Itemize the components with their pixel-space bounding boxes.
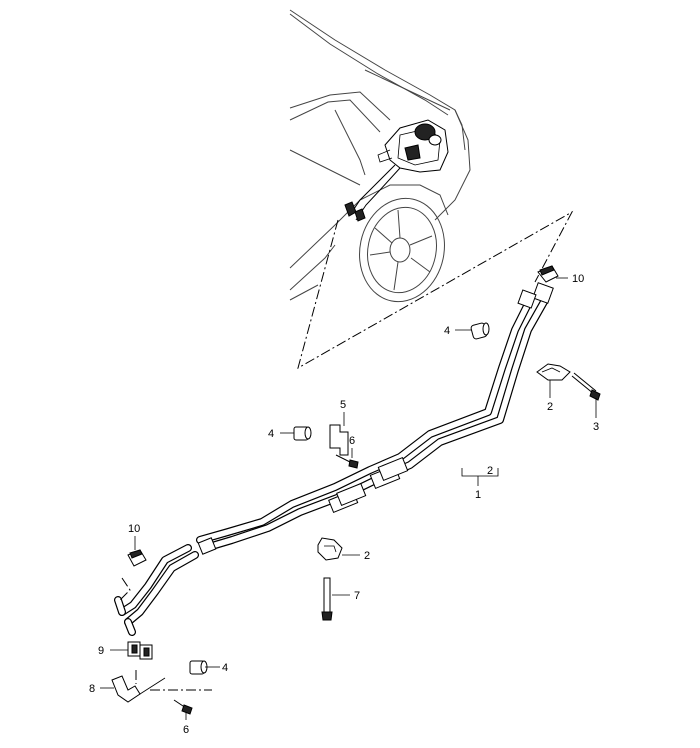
clamp-2-upper bbox=[536, 363, 571, 381]
callout-2-upper: 2 bbox=[547, 401, 553, 413]
callout-10-lower: 10 bbox=[128, 523, 140, 535]
callout-2-bracket: 2 bbox=[487, 465, 493, 477]
leader-lines bbox=[100, 277, 597, 720]
bolt-7 bbox=[321, 577, 333, 621]
callout-6-lower: 6 bbox=[183, 724, 189, 736]
clip-9 bbox=[127, 641, 153, 660]
callout-6-mid: 6 bbox=[349, 435, 355, 447]
callout-8: 8 bbox=[89, 683, 95, 695]
callout-7: 7 bbox=[354, 590, 360, 602]
rear-wheel bbox=[359, 197, 445, 303]
callout-4-lower: 4 bbox=[222, 662, 228, 674]
grommet-4-lower bbox=[189, 660, 208, 675]
fuel-line-assembly bbox=[114, 282, 554, 636]
vehicle-rear-quarter bbox=[289, 9, 471, 303]
bolt-6-mid bbox=[335, 454, 359, 469]
callout-1: 1 bbox=[475, 489, 481, 501]
callout-4-mid: 4 bbox=[268, 428, 274, 440]
callout-9: 9 bbox=[98, 645, 104, 657]
callout-4-upper: 4 bbox=[444, 325, 450, 337]
callout-2-lower: 2 bbox=[364, 550, 370, 562]
bracket-5 bbox=[329, 424, 349, 456]
clip-10-upper bbox=[537, 265, 559, 283]
bracket-8 bbox=[111, 675, 166, 703]
reference-outline bbox=[297, 210, 574, 370]
bolt-3 bbox=[571, 372, 601, 401]
callout-5: 5 bbox=[340, 399, 346, 411]
grommet-4-upper bbox=[470, 322, 490, 340]
clamp-2-lower bbox=[317, 537, 343, 561]
callout-3: 3 bbox=[593, 421, 599, 433]
grommet-4-mid bbox=[293, 426, 312, 441]
clip-10-lower bbox=[127, 549, 147, 567]
callout-labels: 10 4 2 3 4 5 6 2 1 2 7 10 9 4 8 6 bbox=[89, 273, 599, 736]
callout-10-upper: 10 bbox=[572, 273, 584, 285]
bolt-6-lower bbox=[173, 699, 193, 715]
fuel-filler-assembly bbox=[344, 119, 449, 222]
